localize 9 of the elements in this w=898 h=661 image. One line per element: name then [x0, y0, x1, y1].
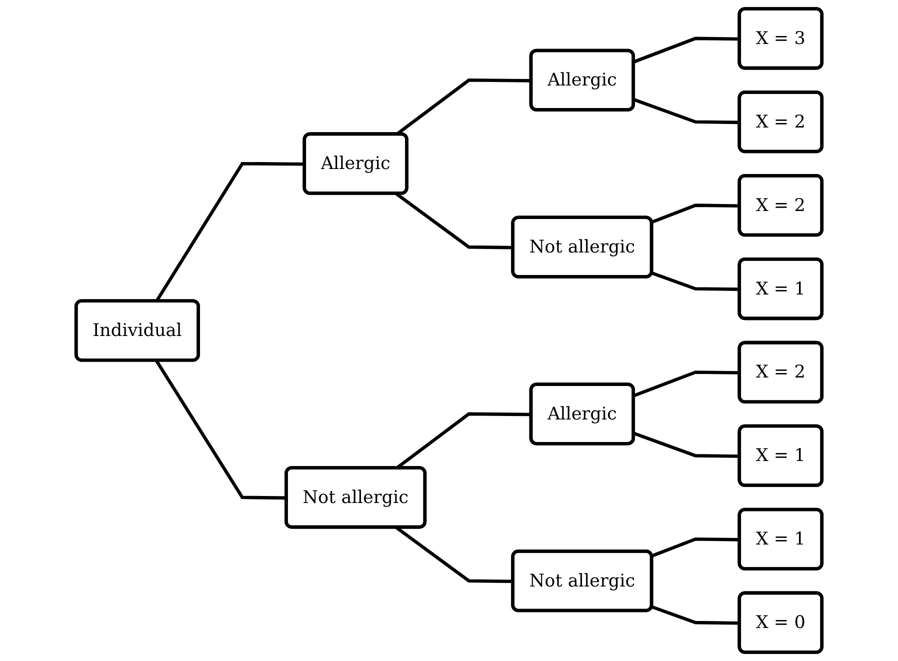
connector	[651, 204, 740, 224]
connector	[155, 360, 287, 500]
connector	[633, 36, 740, 64]
connector	[651, 537, 740, 558]
connector	[633, 370, 740, 398]
connector	[651, 605, 740, 625]
connector	[633, 432, 740, 458]
connector	[633, 98, 740, 124]
connector	[651, 272, 740, 291]
